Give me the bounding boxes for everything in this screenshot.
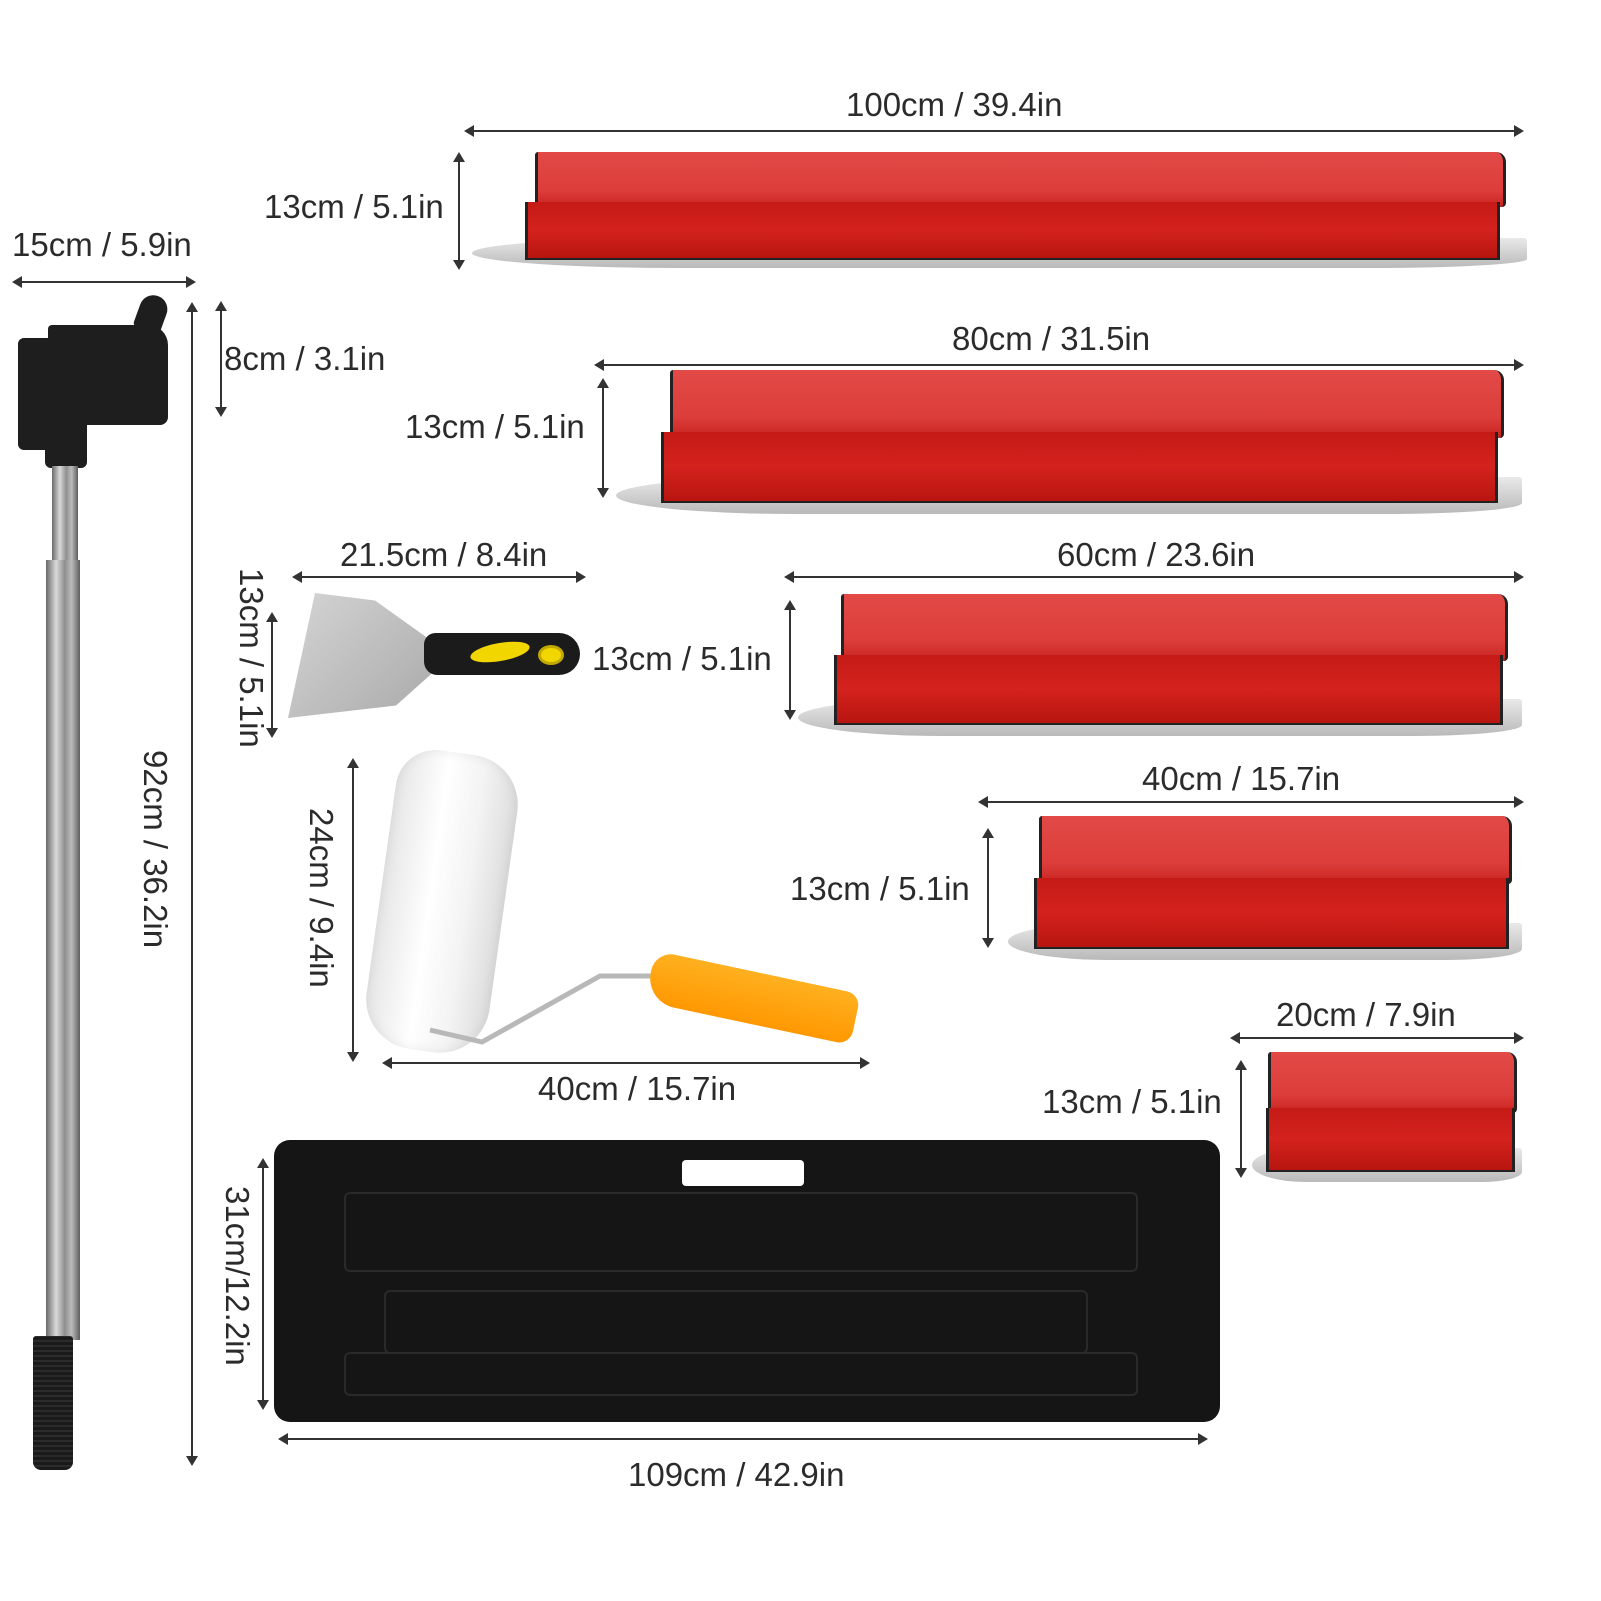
blade-20cm-height-label: 13cm / 5.1in [1042, 1083, 1222, 1120]
blade-60cm-height-arrow [784, 600, 796, 720]
case-height-label: 31cm/12.2in [219, 1186, 256, 1366]
pole-head-width-arrow [12, 276, 196, 288]
case-image [274, 1140, 1220, 1422]
blade-80cm-image [616, 370, 1522, 514]
pole-length-arrow [186, 302, 198, 1466]
blade-100cm-height-arrow [453, 152, 465, 270]
case-embossing-top [344, 1192, 1138, 1272]
pole-grip [33, 1336, 73, 1470]
scraper-height-arrow [266, 612, 278, 738]
roller-handle-image [644, 950, 861, 1046]
blade-20cm-width-label: 20cm / 7.9in [1276, 996, 1456, 1033]
case-embossing-mid [384, 1290, 1088, 1354]
scraper-hang-hole [538, 645, 564, 665]
blade-40cm-height-label: 13cm / 5.1in [790, 870, 970, 907]
case-width-arrow [278, 1433, 1208, 1445]
pole-head-width-label: 15cm / 5.9in [12, 226, 192, 263]
roller-height-label: 24cm / 9.4in [303, 808, 340, 988]
blade-60cm-image [798, 594, 1522, 736]
roller-width-label: 40cm / 15.7in [538, 1070, 737, 1107]
blade-60cm-width-label: 60cm / 23.6in [1057, 536, 1256, 573]
pole-head-joint [45, 410, 87, 468]
blade-100cm-width-arrow [464, 125, 1524, 137]
pole-length-label: 92cm / 36.2in [137, 750, 174, 949]
pole-head-plate [48, 325, 168, 425]
blade-60cm-width-arrow [784, 571, 1524, 583]
blade-40cm-width-label: 40cm / 15.7in [1142, 760, 1341, 797]
case-embossing-bottom [344, 1352, 1138, 1396]
roller-width-arrow [382, 1057, 870, 1069]
blade-40cm-width-arrow [978, 796, 1524, 808]
blade-80cm-width-arrow [594, 359, 1524, 371]
case-handle [682, 1160, 804, 1186]
case-height-arrow [257, 1158, 269, 1410]
blade-80cm-width-label: 80cm / 31.5in [952, 320, 1151, 357]
scraper-height-label: 13cm / 5.1in [233, 568, 270, 748]
blade-40cm-height-arrow [982, 828, 994, 948]
roller-frame-wire [429, 973, 660, 1045]
pole-upper-tube [52, 466, 78, 566]
blade-80cm-height-arrow [597, 378, 609, 498]
pole-head-height-arrow [215, 301, 227, 417]
pole-main-tube [46, 560, 80, 1340]
pole-head-height-label: 8cm / 3.1in [224, 340, 386, 377]
scraper-blade-image [288, 593, 438, 718]
blade-20cm-width-arrow [1230, 1032, 1524, 1044]
blade-20cm-image [1252, 1052, 1522, 1182]
blade-100cm-height-label: 13cm / 5.1in [264, 188, 444, 225]
blade-100cm-width-label: 100cm / 39.4in [846, 86, 1063, 123]
blade-60cm-height-label: 13cm / 5.1in [592, 640, 772, 677]
blade-80cm-height-label: 13cm / 5.1in [405, 408, 585, 445]
blade-20cm-height-arrow [1235, 1060, 1247, 1178]
scraper-width-arrow [292, 571, 586, 583]
case-width-label: 109cm / 42.9in [628, 1456, 845, 1493]
scraper-width-label: 21.5cm / 8.4in [340, 536, 548, 573]
roller-height-arrow [347, 758, 359, 1062]
blade-100cm-image [472, 152, 1527, 268]
blade-40cm-image [1008, 816, 1522, 960]
